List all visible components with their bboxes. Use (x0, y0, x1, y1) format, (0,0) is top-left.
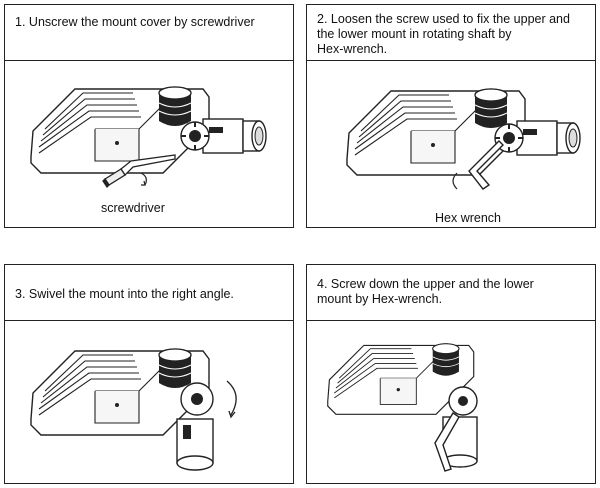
step-4-header: 4. Screw down the upper and the lower mo… (307, 265, 595, 321)
step-2-panel: 2. Loosen the screw used to fix the uppe… (306, 4, 596, 228)
step-1-number: 1. (15, 15, 26, 29)
step-1-tool-label: screwdriver (101, 201, 165, 215)
step-3-illustration (30, 348, 237, 471)
step-2-number: 2. (317, 12, 328, 26)
step-3-header: 3. Swivel the mount into the right angle… (5, 265, 293, 321)
screwdriver-tool (102, 154, 176, 189)
step-1-panel: 1. Unscrew the mount cover by screwdrive… (4, 4, 294, 228)
step-4-illustration (327, 343, 478, 472)
step-4-instruction: 4. Screw down the upper and the lower mo… (317, 277, 587, 307)
step-3-text: Swivel the mount into the right angle. (28, 287, 234, 301)
step-2-header: 2. Loosen the screw used to fix the uppe… (307, 5, 595, 61)
step-4-number: 4. (317, 277, 328, 291)
step-1-header: 1. Unscrew the mount cover by screwdrive… (5, 5, 293, 61)
step-4-text: Screw down the upper and the lower mount… (317, 277, 534, 306)
step-3-panel: 3. Swivel the mount into the right angle… (4, 264, 294, 484)
step-2-illustration (346, 88, 581, 190)
rotated-mount (176, 382, 214, 471)
step-1-text: Unscrew the mount cover by screwdriver (28, 15, 255, 29)
hex-wrench-tool-4 (434, 412, 460, 472)
step-1-illustration (30, 86, 267, 189)
step-3-instruction: 3. Swivel the mount into the right angle… (15, 287, 285, 302)
step-2-instruction: 2. Loosen the screw used to fix the uppe… (317, 12, 587, 57)
step-2-text: Loosen the screw used to fix the upper a… (317, 12, 570, 56)
step-2-tool-label: Hex wrench (435, 211, 501, 225)
step-3-number: 3. (15, 287, 26, 301)
step-1-instruction: 1. Unscrew the mount cover by screwdrive… (15, 15, 285, 30)
hex-wrench-tool (468, 140, 504, 190)
step-4-panel: 4. Screw down the upper and the lower mo… (306, 264, 596, 484)
